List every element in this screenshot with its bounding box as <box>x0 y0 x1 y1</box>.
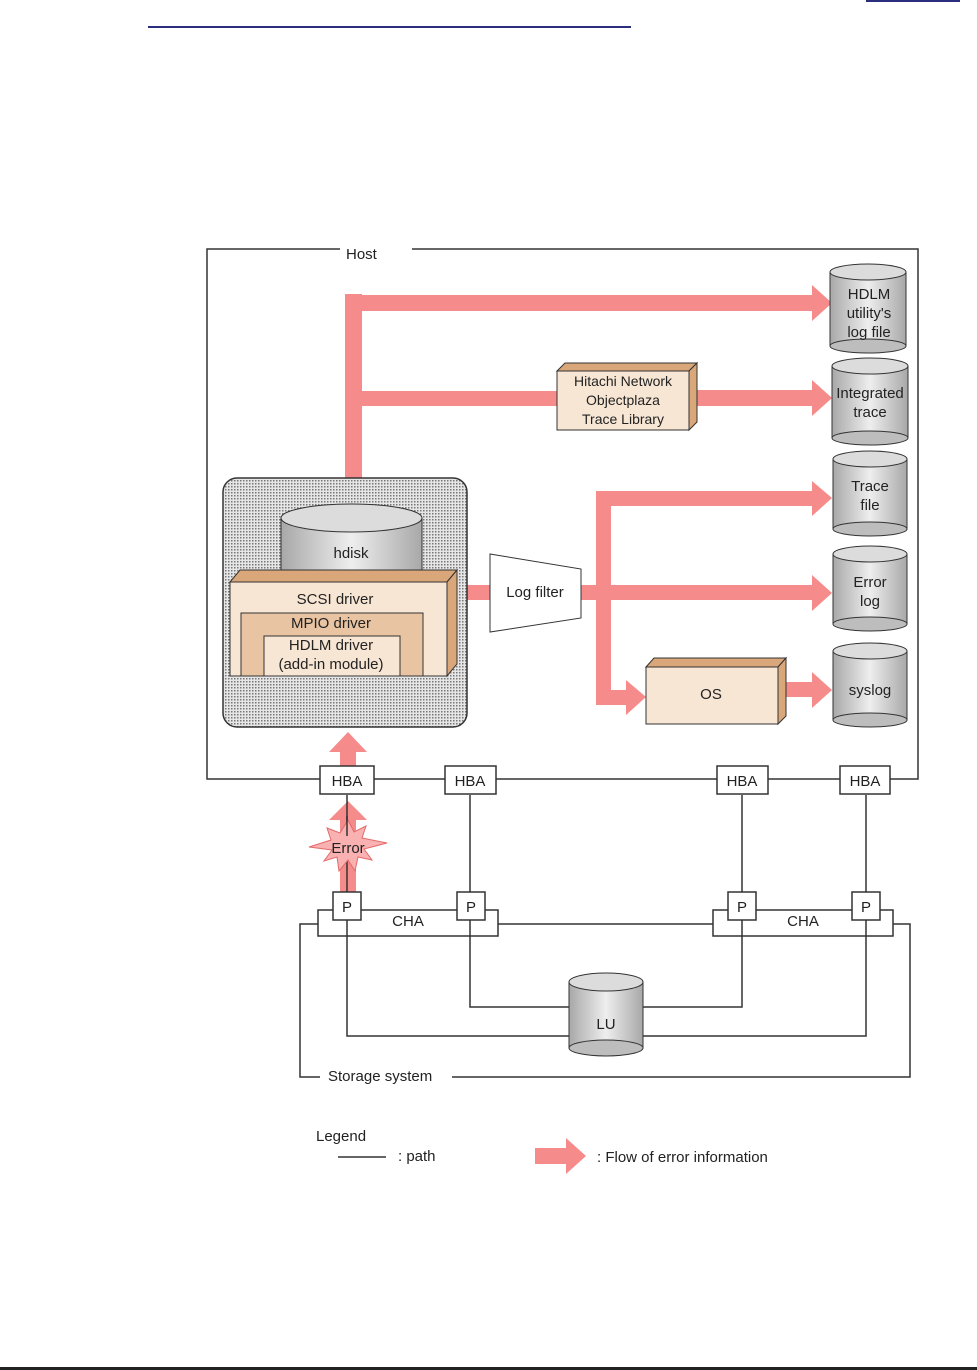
flow-arrow-to-trace-library <box>345 391 560 406</box>
footer-rule <box>0 1367 977 1370</box>
trace-library-box <box>555 361 699 432</box>
flow-arrow-to-error-log <box>581 585 813 600</box>
flow-arrowhead <box>812 285 832 321</box>
error-burst-icon <box>308 818 388 873</box>
scsi-driver-label: SCSI driver <box>297 591 374 608</box>
storage-system-label: Storage system <box>328 1068 432 1085</box>
hdisk-label: hdisk <box>333 545 369 562</box>
port-label: P <box>737 899 747 916</box>
flow-arrow-to-trace-file <box>596 491 813 506</box>
syslog-label: syslog <box>849 682 892 699</box>
legend-title: Legend <box>316 1128 366 1145</box>
trace-library-label-2: Objectplaza <box>586 392 660 408</box>
output-cylinder-error-log <box>832 545 908 632</box>
port-boxes <box>332 891 881 921</box>
hba-box <box>716 765 769 795</box>
port-box <box>456 891 486 921</box>
trace-file-label-1: Trace <box>851 478 889 495</box>
output-cylinder-utility-log <box>829 263 907 354</box>
error-log-label-1: Error <box>853 574 886 591</box>
utility-log-label-2: utility's <box>847 305 892 322</box>
flow-arrow-to-log-filter <box>465 585 492 600</box>
flow-arrows <box>329 285 832 892</box>
legend-path-label: : path <box>398 1148 436 1165</box>
os-label: OS <box>700 686 722 703</box>
output-cylinder-trace-file <box>832 450 908 537</box>
trace-library-label-3: Trace Library <box>582 411 664 427</box>
host-frame <box>206 248 919 780</box>
lu-cylinder <box>568 972 644 1057</box>
port-label: P <box>466 899 476 916</box>
utility-log-label-1: HDLM <box>848 286 891 303</box>
header-rule <box>148 26 631 28</box>
hba-label: HBA <box>455 773 486 790</box>
trace-file-label-2: file <box>860 497 879 514</box>
integrated-trace-label-1: Integrated <box>836 385 904 402</box>
port-label: P <box>861 899 871 916</box>
flow-arrowhead <box>812 380 832 416</box>
output-cylinder-integrated-trace <box>831 357 909 446</box>
header-link-underline <box>866 0 960 2</box>
error-log-label-2: log <box>860 593 880 610</box>
hba-label: HBA <box>850 773 881 790</box>
flow-arrow-to-syslog <box>785 682 813 697</box>
integrated-trace-label-2: trace <box>853 404 886 421</box>
port-box <box>727 891 757 921</box>
hba-label: HBA <box>727 773 758 790</box>
utility-log-label-3: log file <box>847 324 890 341</box>
cha-label: CHA <box>392 913 424 930</box>
hba-box <box>319 765 375 795</box>
lu-label: LU <box>596 1016 615 1033</box>
flow-arrow-to-integrated-trace <box>695 390 813 406</box>
trace-library-label-1: Hitachi Network <box>574 373 673 389</box>
os-box <box>644 656 788 726</box>
hdlm-driver-label: HDLM driver <box>289 637 373 654</box>
flow-arrow-to-os <box>596 690 628 705</box>
hdlm-driver-box <box>263 635 401 677</box>
scsi-driver-box <box>228 568 459 678</box>
hba-boxes <box>319 765 891 795</box>
mpio-driver-label: MPIO driver <box>291 615 371 632</box>
flow-arrow-fanout-shaft <box>596 491 611 705</box>
port-box <box>851 891 881 921</box>
cha-label: CHA <box>787 913 819 930</box>
log-filter-label: Log filter <box>506 584 564 601</box>
hba-box <box>839 765 891 795</box>
error-label: Error <box>331 840 364 857</box>
hba-box <box>444 765 497 795</box>
hba-label: HBA <box>332 773 363 790</box>
legend-flow-arrow-icon <box>535 1138 586 1174</box>
hdlm-driver-sublabel: (add-in module) <box>278 656 383 673</box>
output-cylinder-syslog <box>832 642 908 728</box>
log-filter-shape <box>489 553 582 633</box>
legend-flow-label: : Flow of error information <box>597 1149 768 1166</box>
paths <box>299 795 911 1078</box>
host-label: Host <box>346 246 378 263</box>
flow-arrow-shaft-main <box>345 294 362 480</box>
port-label: P <box>342 899 352 916</box>
flow-arrow-to-utility-log <box>345 295 815 311</box>
